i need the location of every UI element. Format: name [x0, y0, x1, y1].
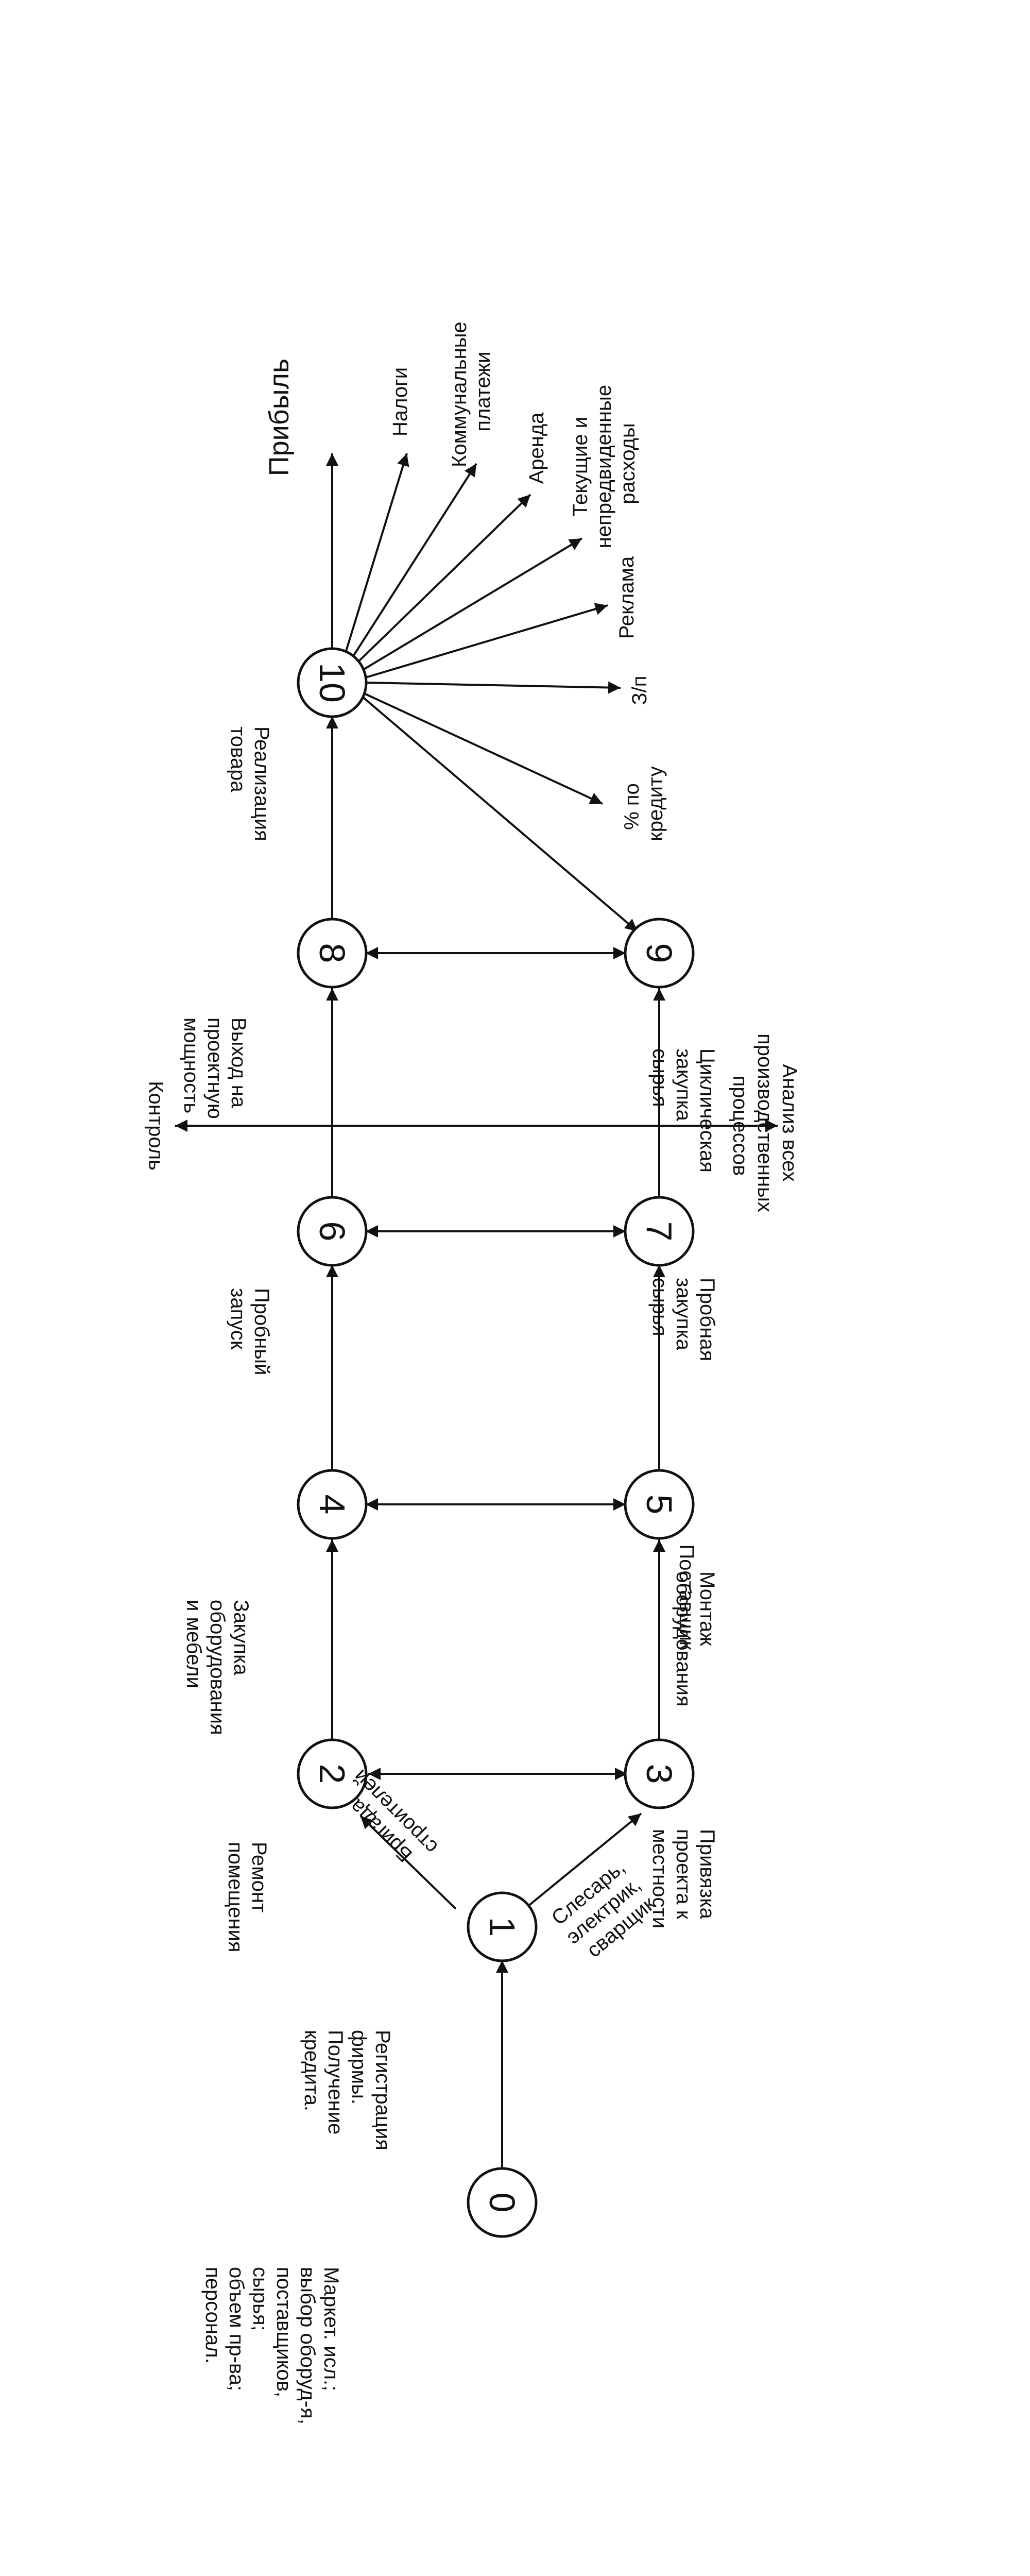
edges: [326, 692, 665, 2167]
node-7-number: 7: [639, 1222, 679, 1242]
node-10-number: 10: [312, 663, 352, 703]
caption-node-10: Реализация товара: [227, 726, 273, 847]
node-8: 8: [297, 918, 368, 989]
control-axis-label-right: Анализ всех производственных процессов: [729, 1033, 801, 1218]
node-10: 10: [297, 647, 368, 718]
node-2: 2: [297, 1738, 368, 1809]
node-1: 1: [467, 1891, 538, 1962]
caption-node-4: Закупка оборудования и мебели: [182, 1600, 252, 1741]
control-axis: Контроль Анализ всех производственных пр…: [144, 1033, 801, 1218]
caption-node-1: Регистрация фирмы. Получение кредита.: [300, 2030, 394, 2156]
caption-node-5: Монтаж оборудования: [672, 1571, 718, 1707]
edge-label-supplier: Поставщик: [675, 1544, 698, 1650]
caption-node-8: Выход на проектную мощность: [180, 1018, 250, 1125]
caption-node-9: Циклическая закупка сырья: [648, 1048, 718, 1178]
label-utilities: Коммунальные платежи: [448, 316, 494, 467]
edge-label-workers: Слесарь, электрик, сварщик: [546, 1851, 665, 1967]
node-6-number: 6: [312, 1222, 352, 1242]
node-7: 7: [624, 1196, 695, 1267]
edge-10-9: [357, 692, 639, 933]
caption-node-3: Привязка проекта к местности: [648, 1829, 718, 1928]
title-profit: Прибыль: [264, 359, 295, 476]
label-rent: Аренда: [525, 412, 548, 484]
node-5-number: 5: [639, 1495, 679, 1515]
expense-labels: Прибыль Налоги Коммунальные платежи Арен…: [264, 316, 667, 841]
caption-node-2: Ремонт помещения: [224, 1842, 270, 1952]
node-4: 4: [297, 1469, 368, 1540]
arrow-credit: [363, 692, 603, 805]
node-6: 6: [297, 1196, 368, 1267]
node-3: 3: [624, 1738, 695, 1809]
control-axis-label-left: Контроль: [144, 1081, 167, 1171]
nodes: 0 1 2 3 4 5 6 7: [297, 647, 695, 2238]
node-8-number: 8: [312, 943, 352, 963]
label-taxes: Налоги: [389, 367, 411, 436]
label-current: Текущие и непредвиденные расходы: [569, 379, 639, 548]
node-0-number: 0: [482, 2193, 522, 2213]
label-credit: % по кредиту: [621, 766, 667, 841]
caption-node-6: Пробный запуск: [227, 1288, 273, 1381]
arrow-salary: [366, 681, 621, 694]
caption-node-7: Пробная закупка сырья: [648, 1278, 718, 1367]
edge-1-3: [527, 1812, 642, 1907]
node-2-number: 2: [312, 1764, 352, 1784]
arrow-utilities: [352, 463, 477, 658]
node-9: 9: [624, 918, 695, 989]
caption-node-0: Маркет. исл.; выбор оборуд-я, поставщико…: [201, 2267, 342, 2430]
node-3-number: 3: [639, 1764, 679, 1784]
arrow-ads: [365, 603, 608, 679]
node-0: 0: [467, 2167, 538, 2238]
node-1-number: 1: [482, 1917, 522, 1937]
label-salary: З/п: [628, 676, 651, 705]
arrow-rent: [357, 494, 531, 663]
node-5: 5: [624, 1469, 695, 1540]
label-ads: Реклама: [615, 556, 638, 639]
node-captions: Маркет. исл.; выбор оборуд-я, поставщико…: [180, 726, 718, 2430]
node-4-number: 4: [312, 1495, 352, 1515]
arrow-current: [362, 537, 583, 671]
edge-1-2: [359, 1815, 457, 1910]
arrow-taxes: [344, 453, 409, 655]
expense-arrows: [326, 453, 621, 805]
node-9-number: 9: [639, 943, 679, 963]
